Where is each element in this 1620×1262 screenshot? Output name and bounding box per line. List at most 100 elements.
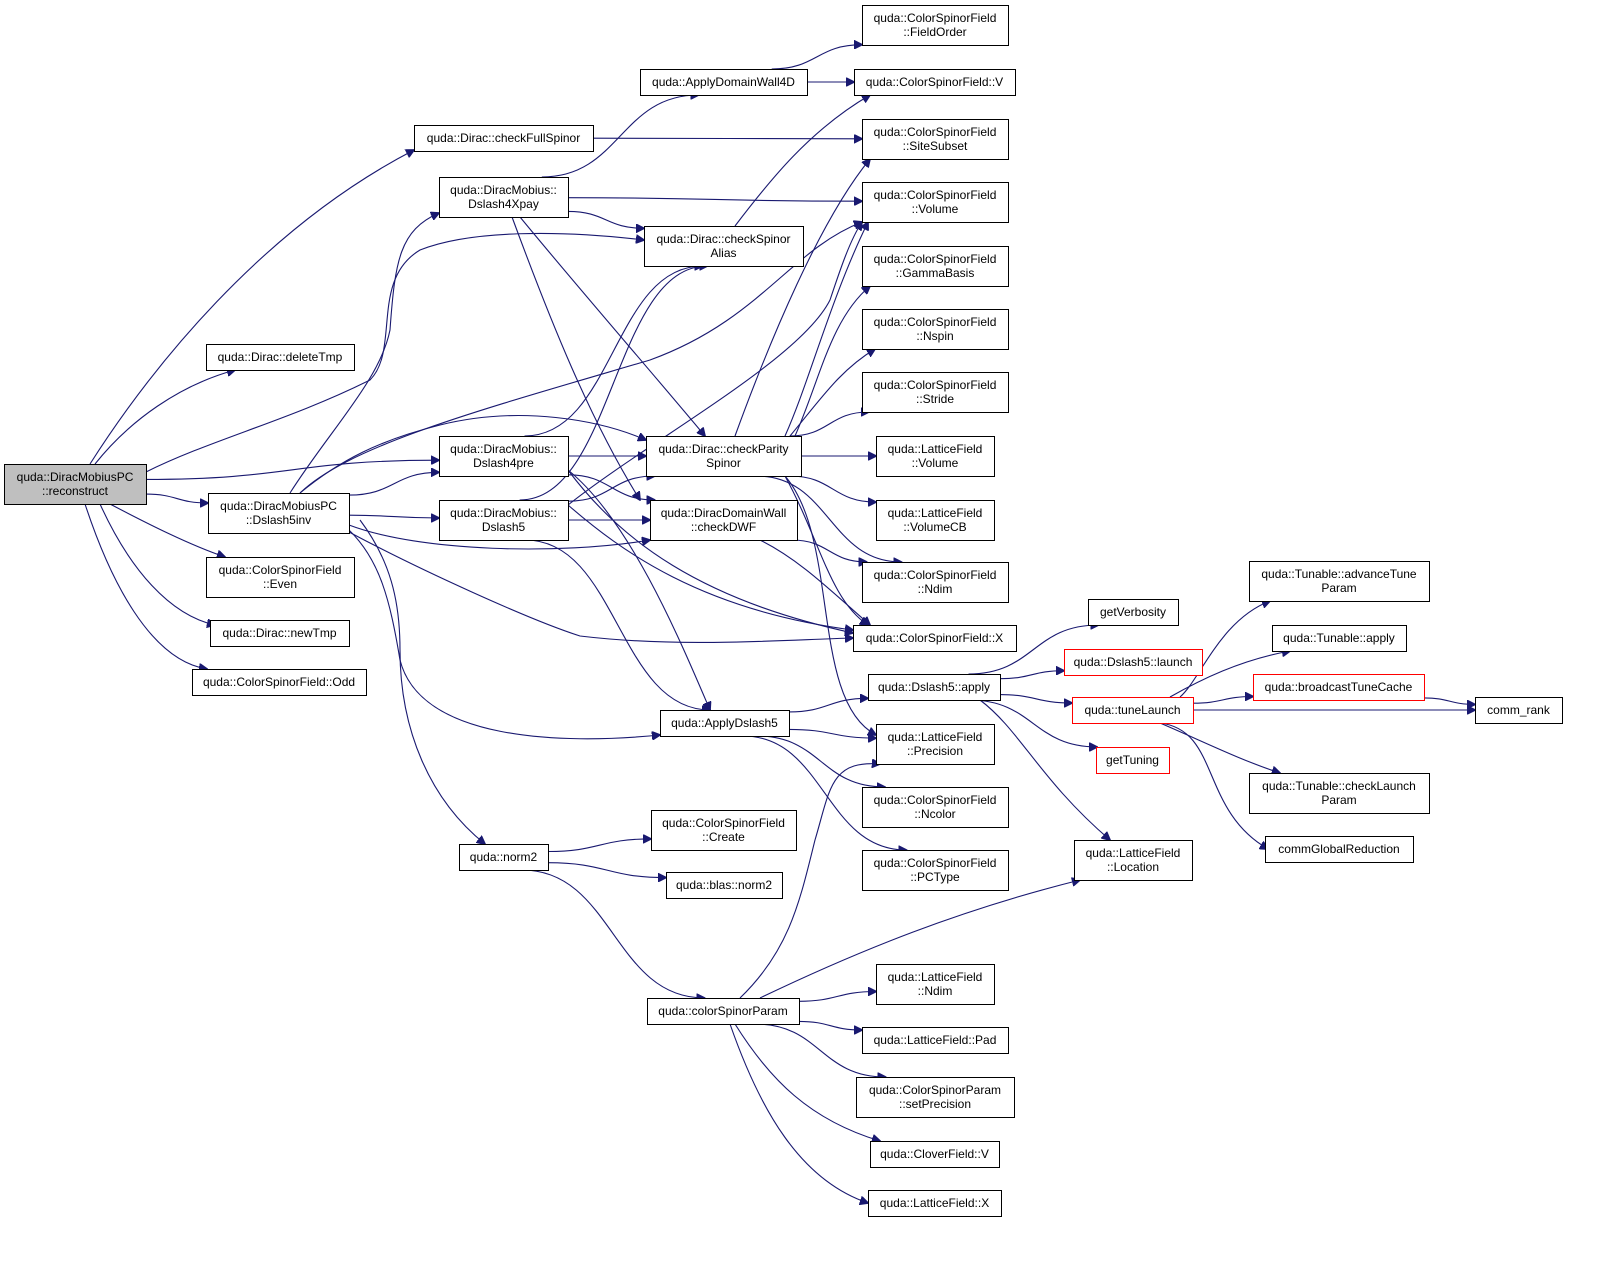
call-edge-n19-n35: [798, 992, 876, 1002]
function-node-n18[interactable]: quda::blas::norm2: [666, 872, 783, 899]
call-edge-n01-n07: [84, 503, 207, 669]
function-node-label: quda::Dirac::checkParity: [658, 442, 788, 456]
function-node-label: ::Precision: [907, 744, 963, 758]
call-edge-n08-n23: [567, 198, 862, 202]
call-edge-n19-n38: [734, 1023, 880, 1141]
function-node-n23[interactable]: quda::ColorSpinorField::Volume: [862, 182, 1009, 223]
function-node-box: [876, 724, 995, 765]
function-node-n47[interactable]: quda::broadcastTuneCache: [1253, 674, 1425, 701]
function-node-n04[interactable]: quda::DiracMobiusPC::Dslash5inv: [208, 493, 350, 534]
function-node-n03[interactable]: quda::Dirac::deleteTmp: [206, 344, 355, 371]
function-node-n29[interactable]: quda::ColorSpinorField::Ndim: [862, 562, 1009, 603]
function-node-label: quda::colorSpinorParam: [658, 1004, 787, 1018]
function-node-box: [1096, 747, 1170, 774]
function-node-n28[interactable]: quda::LatticeField::VolumeCB: [876, 500, 995, 541]
call-edge-n02-n22: [592, 138, 862, 139]
call-edge-n31-n41: [999, 671, 1064, 680]
function-node-n32[interactable]: quda::LatticeField::Precision: [876, 724, 995, 765]
function-node-label: comm_rank: [1487, 703, 1551, 717]
function-node-n12[interactable]: quda::ApplyDomainWall4D: [640, 69, 808, 96]
function-node-n25[interactable]: quda::ColorSpinorField::Nspin: [862, 309, 1009, 350]
function-node-box: [1272, 625, 1407, 652]
call-edge-n10-n13: [519, 266, 708, 501]
function-node-n16[interactable]: quda::ApplyDslash5: [660, 710, 790, 737]
function-node-box: [646, 436, 802, 477]
function-node-box: [876, 500, 995, 541]
function-node-n42[interactable]: quda::tuneLaunch: [1072, 697, 1194, 724]
function-node-n46[interactable]: quda::Tunable::apply: [1272, 625, 1407, 652]
function-node-n15[interactable]: quda::DiracDomainWall::checkDWF: [650, 500, 798, 541]
function-node-n44[interactable]: quda::LatticeField::Location: [1074, 840, 1193, 881]
function-node-label: quda::DiracMobius::: [450, 183, 557, 197]
function-node-n11[interactable]: quda::norm2: [459, 844, 549, 871]
call-edge-n19-n39: [729, 1023, 868, 1203]
function-node-n35[interactable]: quda::LatticeField::Ndim: [876, 964, 995, 1005]
call-edge-n10-n14: [567, 476, 655, 502]
function-node-n19[interactable]: quda::colorSpinorParam: [647, 998, 800, 1025]
function-node-n09[interactable]: quda::DiracMobius::Dslash4pre: [439, 436, 569, 477]
function-node-label: ::Dslash5inv: [246, 513, 311, 527]
function-node-n50[interactable]: comm_rank: [1475, 697, 1563, 724]
function-node-label: quda::DiracMobiusPC: [17, 470, 134, 484]
function-node-n27[interactable]: quda::LatticeField::Volume: [876, 436, 995, 477]
node-layer: quda::DiracMobiusPC::reconstructquda::Di…: [4, 5, 1563, 1217]
call-edge-n42-n49: [1159, 722, 1268, 849]
call-edge-n16-n34: [743, 735, 906, 850]
function-node-n24[interactable]: quda::ColorSpinorField::GammaBasis: [862, 246, 1009, 287]
call-edge-n14-n29: [757, 475, 901, 562]
function-node-n26[interactable]: quda::ColorSpinorField::Stride: [862, 372, 1009, 413]
function-node-box: [192, 669, 367, 696]
function-node-box: [644, 226, 804, 267]
function-node-box: [862, 850, 1009, 891]
function-node-n05[interactable]: quda::ColorSpinorField::Even: [206, 557, 355, 598]
function-node-n33[interactable]: quda::ColorSpinorField::Ncolor: [862, 787, 1009, 828]
function-node-box: [666, 872, 783, 899]
function-node-n21[interactable]: quda::ColorSpinorField::V: [854, 69, 1016, 96]
function-node-n34[interactable]: quda::ColorSpinorField::PCType: [862, 850, 1009, 891]
call-edge-n16-n31: [788, 698, 868, 713]
function-node-n30[interactable]: quda::ColorSpinorField::X: [853, 625, 1017, 652]
function-node-n06[interactable]: quda::Dirac::newTmp: [210, 620, 350, 647]
function-node-label: quda::DiracDomainWall: [661, 506, 787, 520]
function-node-n41[interactable]: quda::Dslash5::launch: [1064, 649, 1203, 676]
function-node-n17[interactable]: quda::ColorSpinorField::Create: [651, 810, 797, 851]
call-edge-n19-n32: [739, 764, 880, 999]
function-node-label: Spinor: [706, 456, 741, 470]
function-node-n43[interactable]: getTuning: [1096, 747, 1170, 774]
function-node-box: [1072, 697, 1194, 724]
function-node-n22[interactable]: quda::ColorSpinorField::SiteSubset: [862, 119, 1009, 160]
function-node-label: quda::LatticeField: [888, 970, 983, 984]
function-node-n02[interactable]: quda::Dirac::checkFullSpinor: [414, 125, 594, 152]
function-node-n07[interactable]: quda::ColorSpinorField::Odd: [192, 669, 367, 696]
function-node-n49[interactable]: commGlobalReduction: [1265, 836, 1414, 863]
function-node-n37[interactable]: quda::ColorSpinorParam::setPrecision: [856, 1077, 1015, 1118]
call-edge-n14-n28: [789, 475, 876, 502]
function-node-n36[interactable]: quda::LatticeField::Pad: [862, 1027, 1009, 1054]
function-node-n20[interactable]: quda::ColorSpinorField::FieldOrder: [862, 5, 1009, 46]
call-edge-n15-n30: [759, 539, 870, 625]
function-node-n31[interactable]: quda::Dslash5::apply: [868, 674, 1001, 701]
call-edge-n14-n26: [789, 412, 869, 437]
function-node-n39[interactable]: quda::LatticeField::X: [868, 1190, 1002, 1217]
function-node-label: getTuning: [1106, 753, 1159, 767]
function-node-box: [651, 810, 797, 851]
function-node-box: [862, 562, 1009, 603]
function-node-n38[interactable]: quda::CloverField::V: [870, 1141, 1000, 1168]
call-edge-n09-n16: [567, 469, 710, 710]
function-node-label: quda::DiracMobiusPC: [220, 499, 337, 513]
call-edge-n01-n06: [99, 503, 215, 625]
function-node-n10[interactable]: quda::DiracMobius::Dslash5: [439, 500, 569, 541]
function-node-n40[interactable]: getVerbosity: [1088, 599, 1179, 626]
function-node-label: quda::ApplyDslash5: [671, 716, 778, 730]
function-node-n01[interactable]: quda::DiracMobiusPC::reconstruct: [4, 464, 147, 505]
function-node-box: [1074, 840, 1193, 881]
function-node-n08[interactable]: quda::DiracMobius::Dslash4Xpay: [439, 177, 569, 218]
function-node-label: quda::norm2: [470, 850, 538, 864]
function-node-label: quda::ColorSpinorField: [874, 11, 997, 25]
call-edge-n04-n16: [348, 529, 660, 739]
call-edge-n42-n48: [1159, 722, 1280, 773]
